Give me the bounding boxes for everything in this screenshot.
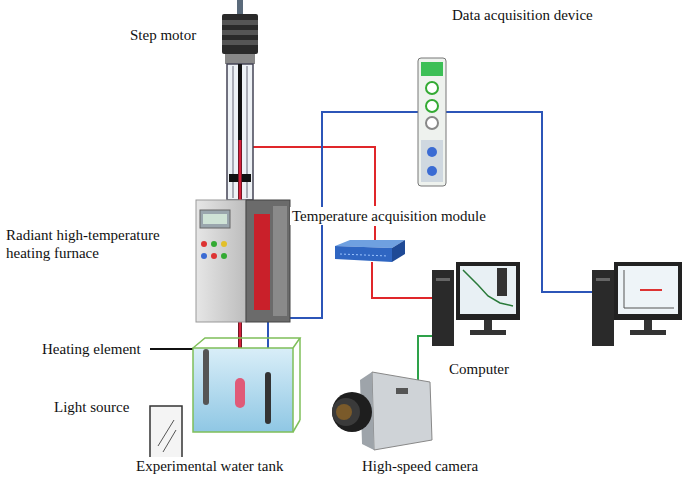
water-tank [299, 338, 301, 420]
high-speed-camera [332, 398, 360, 426]
component-label: Temperature acquisition module [290, 207, 488, 225]
water-tank [193, 338, 300, 348]
data-acquisition-device [421, 62, 443, 76]
computer [644, 320, 652, 330]
computer [432, 262, 520, 346]
step-motor [222, 30, 258, 35]
water-tank [193, 338, 300, 432]
computer [592, 262, 682, 346]
temperature-module [335, 240, 405, 262]
water-tank [265, 372, 271, 424]
component-label: High-speed camera [360, 457, 480, 475]
heating-furnace [200, 210, 230, 228]
heating-furnace [254, 214, 270, 310]
signal-wires [372, 262, 432, 298]
heating-furnace [203, 214, 227, 224]
component-label: Heating element [40, 340, 143, 358]
light-source [163, 430, 176, 452]
computer [460, 266, 516, 314]
computer [596, 278, 610, 281]
computer [618, 266, 678, 314]
computer [624, 270, 625, 308]
data-acquisition-device [427, 147, 437, 157]
computer [640, 289, 662, 291]
heating-furnace [196, 200, 290, 322]
high-speed-camera [372, 372, 432, 450]
computer [456, 262, 520, 320]
heating-furnace [221, 253, 227, 259]
computer [630, 330, 666, 335]
water-tank [235, 378, 245, 408]
computer [470, 330, 506, 335]
computer [432, 270, 454, 346]
component-label: Data acquisition device [450, 6, 595, 24]
component-label: Computer [447, 360, 511, 378]
computer [497, 268, 507, 296]
step-motor [222, 14, 258, 54]
water-tank [193, 348, 293, 432]
computer [592, 270, 614, 346]
computer [624, 308, 674, 309]
component-label: Experimental water tank [134, 457, 285, 475]
component-label: Radiant high-temperature heating furnace [4, 226, 193, 262]
temperature-module [335, 246, 392, 262]
signal-wires [240, 147, 375, 206]
heating-furnace [211, 253, 217, 259]
step-motor [222, 40, 258, 45]
data-acquisition-device [427, 166, 437, 176]
high-speed-camera [396, 388, 408, 394]
data-acquisition-device [426, 82, 438, 94]
data-acquisition-device [426, 100, 438, 112]
step-motor [225, 54, 255, 64]
heating-furnace [196, 200, 246, 322]
heating-furnace [201, 241, 207, 247]
heating-furnace [201, 253, 207, 259]
heating-furnace [211, 241, 217, 247]
heating-furnace [221, 241, 227, 247]
high-speed-camera [332, 392, 372, 432]
temperature-module [340, 254, 388, 256]
data-acquisition-device [421, 140, 443, 182]
water-tank [203, 349, 209, 405]
step-motor [237, 0, 243, 14]
high-speed-camera [332, 372, 432, 450]
light-source [158, 420, 174, 446]
heating-furnace [273, 206, 287, 316]
water-tank [293, 420, 300, 432]
high-speed-camera [336, 404, 352, 420]
computer [436, 278, 450, 281]
light-source [150, 406, 182, 464]
component-label: Step motor [128, 26, 198, 44]
data-acquisition-device [426, 117, 438, 129]
data-acquisition-device [418, 58, 446, 186]
component-label: Light source [52, 398, 131, 416]
light-source [150, 406, 182, 464]
signal-wires [374, 226, 376, 240]
step-motor [222, 0, 258, 64]
computer [484, 320, 492, 330]
data-acquisition-device [418, 58, 446, 186]
step-motor [222, 20, 258, 25]
heating-furnace [246, 200, 290, 322]
temperature-module [392, 240, 405, 262]
computer [614, 262, 682, 320]
